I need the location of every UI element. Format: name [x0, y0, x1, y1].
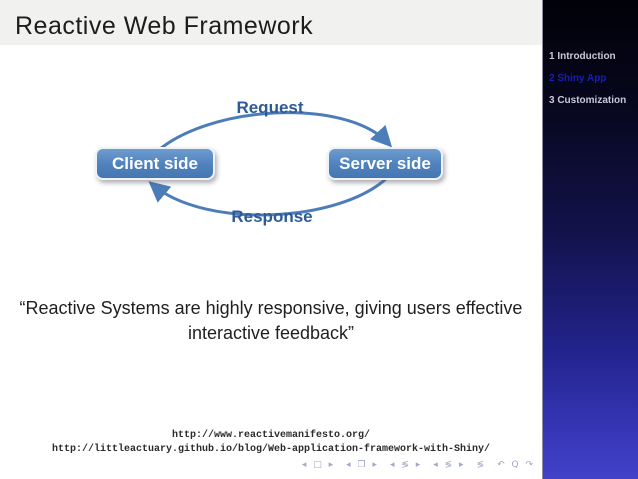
cycle-arrows-graphic — [148, 111, 393, 217]
subsection-nav-icon[interactable]: ◂ ≶ ▸ — [389, 460, 423, 470]
client-side-box: Client side — [95, 147, 215, 180]
frame-nav-icon[interactable]: ◂ ❐ ▸ — [346, 460, 379, 470]
response-arrow — [148, 175, 390, 217]
request-arrow — [151, 111, 393, 157]
response-label: Response — [231, 207, 313, 226]
section-sidebar: 1 Introduction 2 Shiny App 3 Customizati… — [542, 0, 638, 479]
section-nav-icon[interactable]: ◂ ≶ ▸ — [433, 460, 466, 470]
sidebar-item-introduction[interactable]: 1 Introduction — [549, 51, 616, 62]
reactive-manifesto-link[interactable]: http://www.reactivemanifesto.org/ — [171, 430, 371, 441]
history-search-nav-icon[interactable]: ↶ Q ↷ — [497, 460, 535, 470]
slide-title: Reactive Web Framework — [15, 12, 314, 40]
request-label: Request — [236, 98, 304, 117]
sidebar-item-shiny-app[interactable]: 2 Shiny App — [549, 73, 607, 84]
littleactuary-blog-link[interactable]: http://littleactuary.github.io/blog/Web-… — [51, 444, 491, 455]
slide-body — [0, 45, 542, 479]
server-side-box: Server side — [327, 147, 443, 180]
quote-text: “Reactive Systems are highly responsive,… — [19, 298, 523, 344]
request-response-diagram: Request Client side Server side Response — [0, 45, 542, 245]
reference-links: http://www.reactivemanifesto.org/ http:/… — [0, 429, 542, 457]
beamer-navigation-bar: ◂ □ ▸ ◂ ❐ ▸ ◂ ≶ ▸ ◂ ≶ ▸ ≶ ↶ Q ↷ — [0, 458, 535, 472]
presentation-nav-icon[interactable]: ≶ — [476, 460, 487, 470]
sidebar-item-customization[interactable]: 3 Customization — [549, 95, 627, 106]
slide-header: Reactive Web Framework — [0, 0, 638, 45]
slide-nav-icon[interactable]: ◂ □ ▸ — [301, 460, 336, 470]
